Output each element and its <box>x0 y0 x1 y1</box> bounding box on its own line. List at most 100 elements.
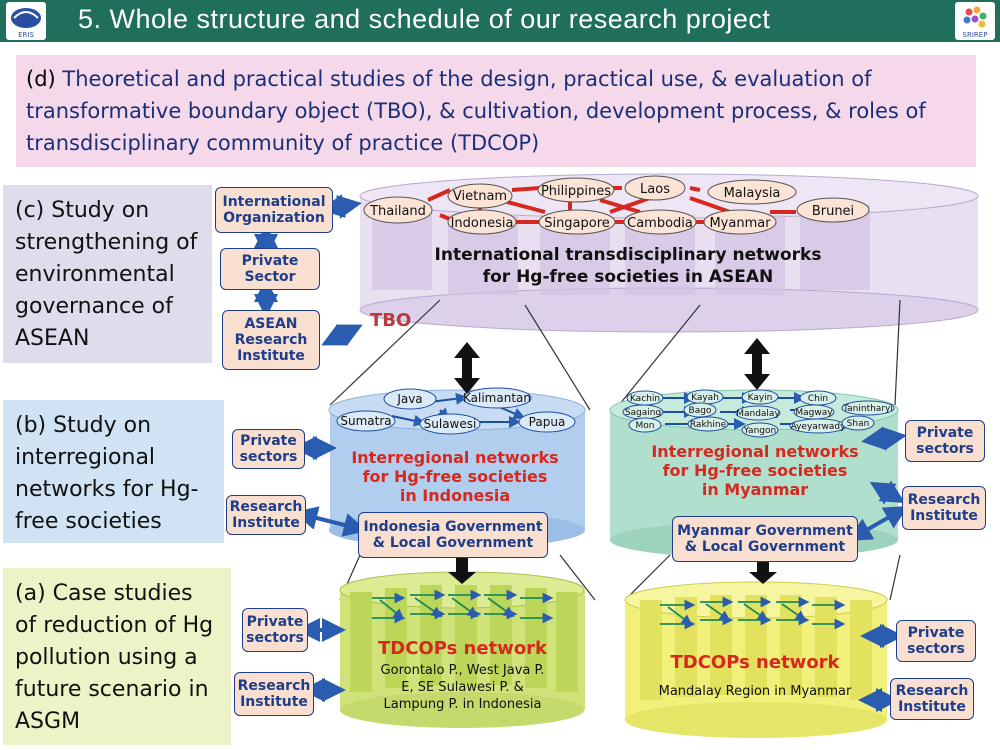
svg-text:Java: Java <box>396 392 422 406</box>
box-b-interregional-networks: (b) Study on interregional networks for … <box>3 400 224 543</box>
asean-network-label: International transdisciplinary networks… <box>408 244 848 288</box>
svg-text:Indonesia: Indonesia <box>451 216 514 231</box>
country-myanmar: Myanmar <box>703 209 777 235</box>
svg-text:Sulawesi: Sulawesi <box>424 417 477 431</box>
asean-network-line2: for Hg-free societies in ASEAN <box>482 267 774 287</box>
left-logo: ERIS <box>6 2 46 40</box>
svg-text:Mandalay: Mandalay <box>736 409 780 419</box>
svg-text:Chin: Chin <box>808 394 828 404</box>
svg-text:Myanmar: Myanmar <box>709 216 771 231</box>
country-laos: Laos <box>624 175 686 201</box>
indonesia-network-line1: Interregional networks <box>351 448 559 467</box>
myanmar-gov-line2: & Local Government <box>684 539 846 555</box>
region-chin: Chin <box>799 390 837 406</box>
svg-text:Thailand: Thailand <box>369 204 426 219</box>
region-mon: Mon <box>628 417 662 433</box>
country-singapore: Singapore <box>538 209 616 235</box>
svg-text:Kachin: Kachin <box>630 394 660 404</box>
indonesia-research-institute-box: Research Institute <box>226 495 306 535</box>
svg-text:Kayah: Kayah <box>691 393 719 403</box>
myanmar-private-sectors-box: Private sectors <box>905 420 985 462</box>
box-c-asean-governance: (c) Study on strengthening of environmen… <box>3 185 212 363</box>
svg-text:Magway: Magway <box>795 408 833 418</box>
box-d-label: (d) <box>26 67 56 91</box>
indonesia-government-box: Indonesia Government & Local Government <box>358 512 548 558</box>
region-kayah: Kayah <box>686 389 724 405</box>
region-sumatra: Sumatra <box>336 410 396 432</box>
title-bar <box>0 0 1000 42</box>
region-ayeyarwady: Ayeyarwady <box>789 418 847 434</box>
left-logo-text: ERIS <box>18 31 34 39</box>
indonesia-tdcop-line1: Gorontalo P., West Java P. <box>380 663 545 678</box>
region-rakhine: Rakhine <box>687 416 729 432</box>
myanmar-tdcop-research-box: Research Institute <box>890 678 974 720</box>
indonesia-private-sectors-box: Private sectors <box>232 429 305 469</box>
region-kayin: Kayin <box>741 389 779 405</box>
region-java: Java <box>383 388 437 410</box>
svg-text:Sagaing: Sagaing <box>625 408 661 418</box>
svg-text:Singapore: Singapore <box>544 216 610 231</box>
region-yangon: Yangon <box>741 422 779 438</box>
country-indonesia: Indonesia <box>447 209 517 235</box>
right-logo: SRIREP <box>955 2 995 40</box>
region-shan: Shan <box>841 415 875 431</box>
country-thailand: Thailand <box>363 196 433 224</box>
svg-text:Laos: Laos <box>640 182 670 197</box>
myanmar-network-line2: for Hg-free societies <box>662 461 848 480</box>
box-d-text: Theoretical and practical studies of the… <box>26 67 926 155</box>
svg-text:Mon: Mon <box>636 421 655 431</box>
box-a-case-studies: (a) Case studies of reduction of Hg poll… <box>3 568 231 745</box>
country-brunei: Brunei <box>796 197 870 223</box>
svg-text:Philippines: Philippines <box>541 184 611 199</box>
myanmar-tdcop-title: TDCOPs network <box>670 652 840 673</box>
myanmar-tdcop-sites: Mandalay Region in Myanmar <box>658 684 852 699</box>
asean-research-institute-box: ASEAN Research Institute <box>222 310 320 370</box>
indonesia-tdcop-line3: Lampung P. in Indonesia <box>383 697 542 712</box>
region-sulawesi: Sulawesi <box>419 413 481 435</box>
tbo-label: TBO <box>370 310 412 331</box>
svg-text:Papua: Papua <box>529 415 566 429</box>
country-vietnam: Vietnam <box>447 183 513 209</box>
myanmar-network-label: Interregional networks for Hg-free socie… <box>620 442 890 499</box>
region-sagaing: Sagaing <box>622 404 664 420</box>
myanmar-tdcop-private-box: Private sectors <box>896 620 976 662</box>
svg-text:Shan: Shan <box>847 419 870 429</box>
svg-text:Malaysia: Malaysia <box>724 186 781 201</box>
indonesia-tdcop-cylinder <box>339 571 585 728</box>
region-tanintharyi: Tanintharyi <box>841 400 895 416</box>
asean-network-cylinder <box>359 173 979 333</box>
private-sector-box: Private Sector <box>220 248 320 290</box>
svg-text:Kayin: Kayin <box>748 393 773 403</box>
myanmar-network-line1: Interregional networks <box>651 442 859 461</box>
box-d-theoretical-studies: (d) Theoretical and practical studies of… <box>16 55 976 167</box>
svg-text:Bago: Bago <box>689 406 712 416</box>
indonesia-gov-line2: & Local Government <box>372 535 534 551</box>
international-organization-box: International Organization <box>215 187 333 233</box>
svg-text:Kalimantan: Kalimantan <box>463 391 531 405</box>
region-magway: Magway <box>793 404 835 420</box>
indonesia-tdcop-line2: E, SE Sulawesi P. & <box>401 680 524 695</box>
country-philippines: Philippines <box>537 177 615 203</box>
region-mandalay: Mandalay <box>735 405 781 421</box>
asean-network-line1: International transdisciplinary networks <box>434 245 822 265</box>
svg-text:Tanintharyi: Tanintharyi <box>842 404 893 414</box>
indonesia-tdcop-title: TDCOPs network <box>377 638 548 659</box>
indonesia-gov-line1: Indonesia Government <box>363 519 543 535</box>
svg-text:Yangon: Yangon <box>743 426 776 436</box>
myanmar-research-institute-box: Research Institute <box>902 486 986 530</box>
region-kalimantan: Kalimantan <box>462 387 532 409</box>
indonesia-tdcop-research-box: Research Institute <box>234 672 314 716</box>
svg-text:Vietnam: Vietnam <box>453 189 507 204</box>
indonesia-network-label: Interregional networks for Hg-free socie… <box>330 448 580 505</box>
svg-text:Ayeyarwady: Ayeyarwady <box>791 422 847 432</box>
country-cambodia: Cambodia <box>623 209 697 235</box>
indonesia-network-line2: for Hg-free societies <box>362 467 548 486</box>
svg-text:Cambodia: Cambodia <box>627 216 693 231</box>
svg-text:Brunei: Brunei <box>812 204 854 219</box>
page-title: 5. Whole structure and schedule of our r… <box>78 4 771 34</box>
svg-text:Rakhine: Rakhine <box>690 420 727 430</box>
country-malaysia: Malaysia <box>707 179 797 205</box>
right-logo-text: SRIREP <box>963 31 988 39</box>
indonesia-tdcop-sites: Gorontalo P., West Java P. E, SE Sulawes… <box>340 662 585 713</box>
